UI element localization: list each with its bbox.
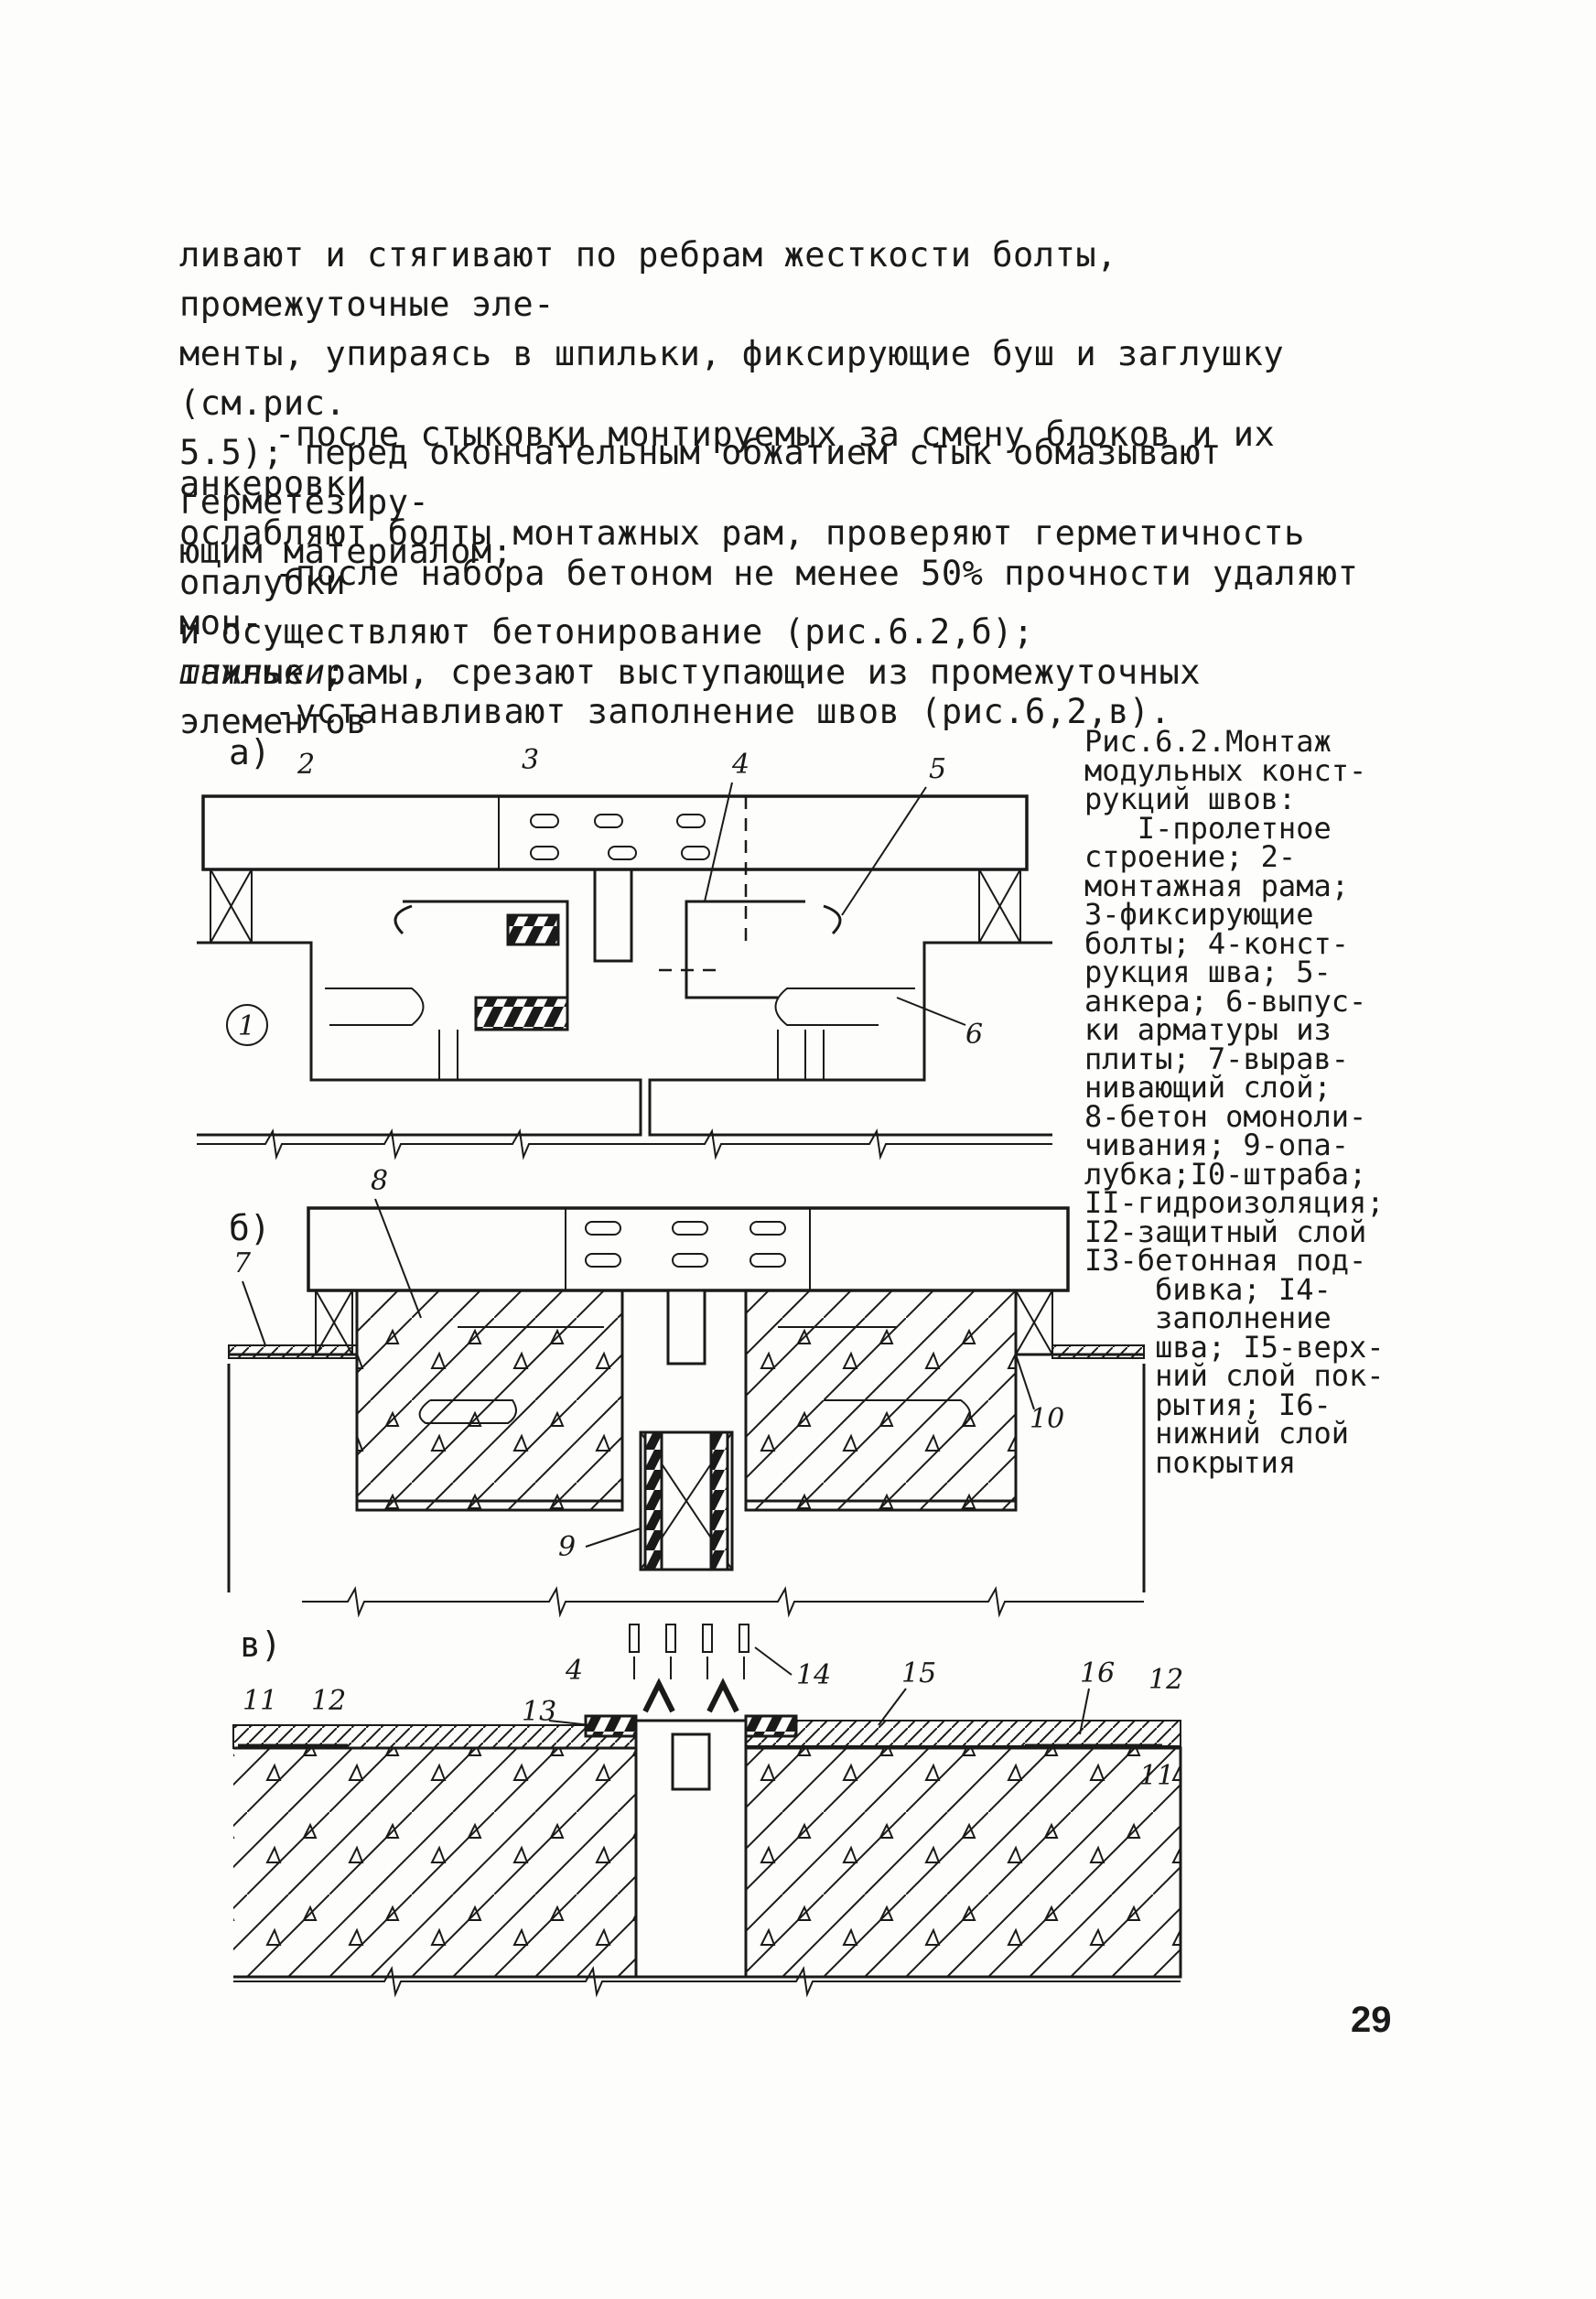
paragraph-1: ливают и стягивают по ребрам жесткости б… xyxy=(179,235,1285,571)
subfigure-v: в) 4 14 15 16 12 11 12 13 xyxy=(232,1624,1183,1998)
subfig-a-label: а) xyxy=(229,732,271,772)
label-3: 3 xyxy=(522,744,539,776)
label-4: 4 xyxy=(731,749,749,781)
joint-construction xyxy=(325,868,915,1080)
span-structure-left xyxy=(197,941,642,1137)
v-label-4: 4 xyxy=(565,1655,583,1687)
paragraph-3: -после набора бетоном не менее 50% прочн… xyxy=(179,554,1359,741)
v-label-12-right: 12 xyxy=(1148,1664,1183,1696)
label-9: 9 xyxy=(558,1531,576,1563)
v-label-15: 15 xyxy=(901,1657,936,1689)
paragraph-4: -устанавливают заполнение швов (рис.6,2,… xyxy=(275,692,1171,731)
label-7: 7 xyxy=(233,1247,252,1279)
v-label-14: 14 xyxy=(796,1659,831,1691)
fixing-bolts xyxy=(530,814,710,860)
label-5: 5 xyxy=(929,753,946,785)
v-label-11-right: 11 xyxy=(1139,1760,1174,1792)
paragraph-3-italic: шпильки; xyxy=(179,653,347,692)
mounting-frame-b xyxy=(307,1206,1070,1292)
subfigure-a: а) 1 xyxy=(197,732,1052,1160)
subfig-b-label: б) xyxy=(229,1208,271,1248)
figure-caption: Рис.6.2.Монтаж модульных конст- рукций ш… xyxy=(1084,724,1385,1480)
page-number: 29 xyxy=(1351,2000,1392,2040)
label-6: 6 xyxy=(965,1019,983,1051)
v-label-13: 13 xyxy=(522,1696,556,1728)
subfigure-b: б) 8 7 10 xyxy=(227,1165,1146,1618)
joint-filling xyxy=(634,1719,748,1979)
filler-arrows xyxy=(629,1624,749,1679)
paragraph-2: -после стыковки монтируемых за смену бло… xyxy=(179,415,1305,652)
v-label-11-left: 11 xyxy=(243,1685,277,1717)
mounting-frame xyxy=(201,794,1029,871)
v-label-12-left: 12 xyxy=(311,1685,346,1717)
label-10: 10 xyxy=(1030,1403,1064,1435)
label-1: 1 xyxy=(238,1010,255,1042)
label-2: 2 xyxy=(297,749,315,781)
subfig-v-label: в) xyxy=(240,1624,282,1665)
label-8: 8 xyxy=(371,1165,388,1197)
v-label-16: 16 xyxy=(1080,1657,1115,1689)
